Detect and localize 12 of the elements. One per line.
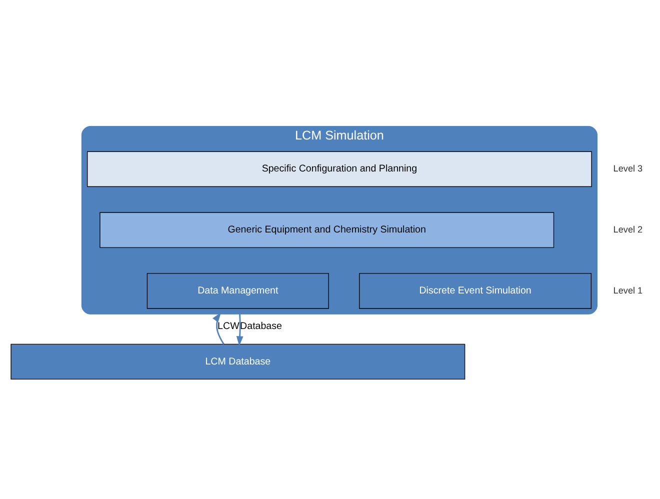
- label: Level 3: [613, 163, 643, 173]
- node-box: Discrete Event Simulation: [359, 272, 592, 308]
- label: Level 2: [613, 224, 643, 234]
- node-box: Data Management: [146, 272, 329, 308]
- edge-label: LCW: [218, 320, 240, 332]
- node-box: LCM Database: [10, 343, 466, 380]
- node-box: Specific Configuration and Planning: [87, 150, 592, 186]
- edge-label: Database: [240, 320, 282, 332]
- arrow: [236, 314, 244, 346]
- label: Level 1: [613, 284, 643, 295]
- node-box: Generic Equipment and Chemistry Simulation: [100, 212, 554, 248]
- arrow: [212, 312, 224, 344]
